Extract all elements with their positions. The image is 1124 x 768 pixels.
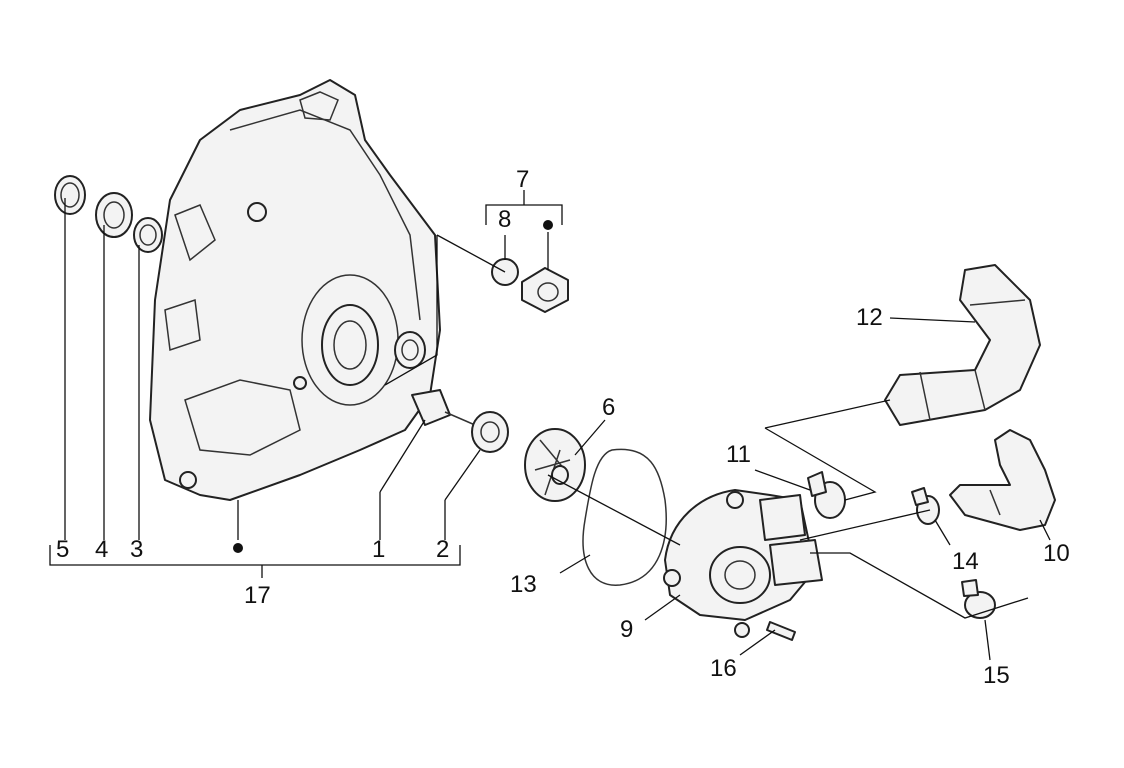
label-10: 10 <box>1043 540 1070 567</box>
label-13: 13 <box>510 571 537 598</box>
leader-lines <box>49 190 1051 661</box>
lower-hose <box>949 429 1056 531</box>
label-2: 2 <box>436 536 450 563</box>
label-7: 7 <box>516 166 530 193</box>
label-15: 15 <box>983 662 1010 689</box>
label-14: 14 <box>952 548 979 575</box>
drain-plug <box>521 267 569 313</box>
label-6: 6 <box>602 394 616 421</box>
pump-cover <box>663 489 823 638</box>
label-9: 9 <box>620 616 634 643</box>
label-17: 17 <box>244 582 271 609</box>
label-3: 3 <box>130 536 144 563</box>
label-4: 4 <box>95 536 109 563</box>
bearing <box>95 192 133 238</box>
label-12: 12 <box>856 304 883 331</box>
seal-ring <box>54 175 86 215</box>
mechanical-seal <box>471 411 509 453</box>
cover-screw <box>766 621 796 641</box>
label-11: 11 <box>726 441 751 468</box>
gasket <box>582 448 667 586</box>
shaft-ring <box>133 217 163 253</box>
crankcase-cover <box>149 79 441 501</box>
label-5: 5 <box>56 536 70 563</box>
upper-hose <box>884 264 1041 426</box>
hose-clamp-15 <box>961 579 996 619</box>
impeller <box>524 428 586 502</box>
hose-clamp-11 <box>807 471 846 519</box>
label-1: 1 <box>372 536 386 563</box>
pump-shaft <box>411 389 476 426</box>
label-8: 8 <box>498 206 512 233</box>
label-16: 16 <box>710 655 737 682</box>
hose-clamp-14 <box>911 487 940 525</box>
